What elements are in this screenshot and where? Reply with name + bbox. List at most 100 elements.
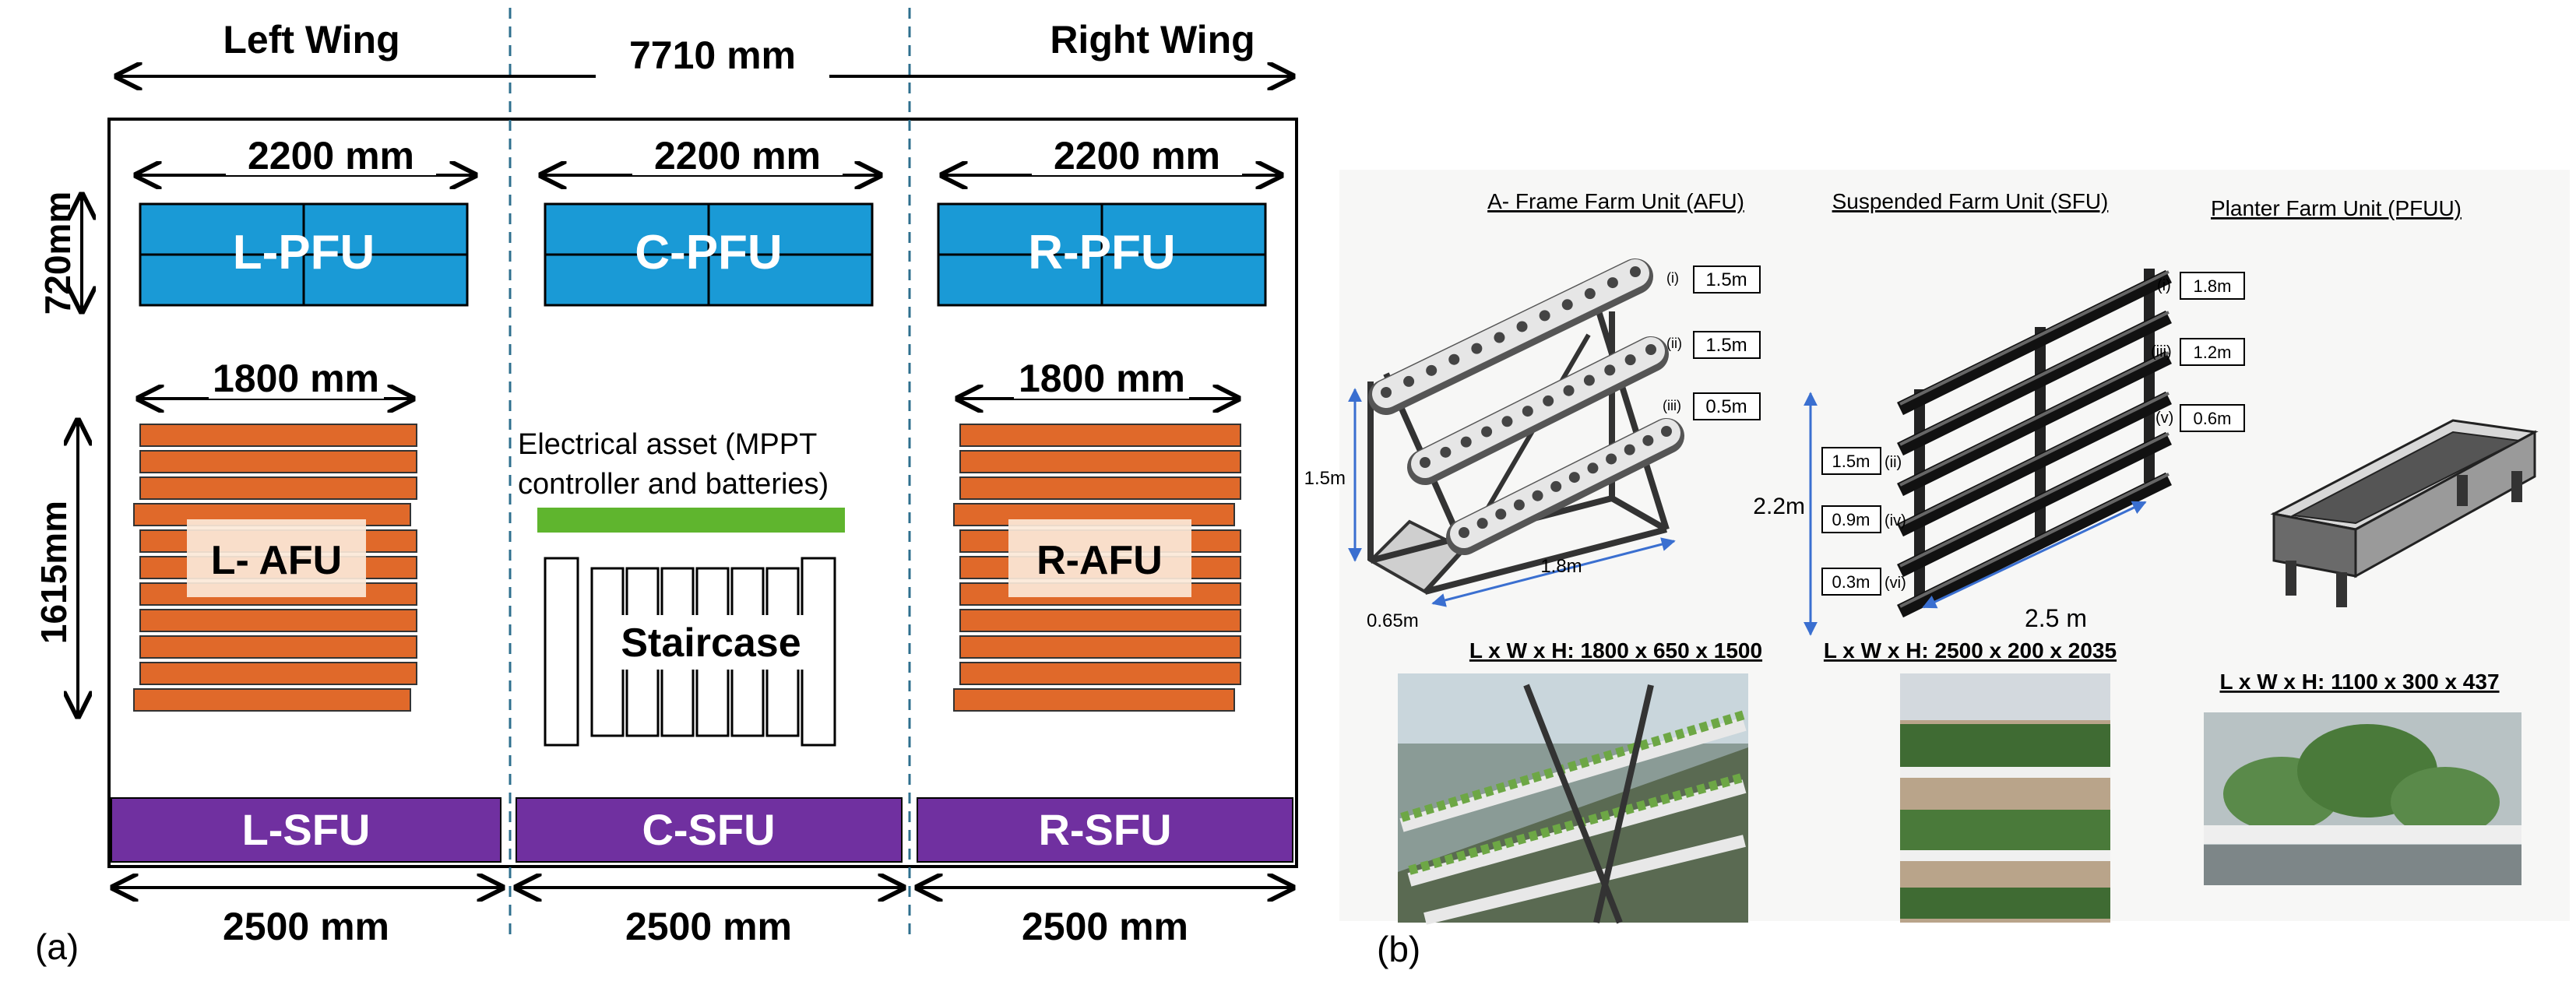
afu-plant-hole xyxy=(1476,518,1488,529)
afu-left-tray xyxy=(139,476,417,500)
sfu-channel xyxy=(1897,269,2172,416)
afu-right-tray xyxy=(959,662,1241,685)
pfu-box-center xyxy=(544,202,874,307)
afu-level-val-1: 1.5m xyxy=(1705,269,1747,290)
afu-right-tray xyxy=(959,450,1241,473)
afu-photo xyxy=(1398,673,1748,925)
afu-plant-hole xyxy=(1513,499,1525,511)
total-width-label-bg xyxy=(596,33,829,78)
afu-plant-hole xyxy=(1522,406,1533,417)
afu-label-left: L- AFU xyxy=(211,538,342,583)
pfu-box-right xyxy=(937,202,1267,307)
afu-unit-title: A- Frame Farm Unit (AFU) xyxy=(1487,189,1744,213)
afu-label-bg-right xyxy=(1008,519,1191,597)
afu-plant-hole xyxy=(1606,277,1618,289)
sfu-right-num-3: (v) xyxy=(2155,410,2173,427)
afu-plant-hole xyxy=(1645,344,1656,355)
sfu-label-center: C-SFU xyxy=(642,805,775,854)
afu-level-num-3: (iii) xyxy=(1663,398,1681,413)
afu-plant-hole xyxy=(1440,446,1452,458)
afu-right-tray xyxy=(959,476,1241,500)
staircase-step xyxy=(544,557,579,747)
afu-plant-hole xyxy=(1630,266,1641,277)
afu-level-box-2 xyxy=(1693,331,1761,359)
sfu-height-text: 2.2m xyxy=(1753,494,1805,519)
sfu-right-val-3: 0.6m xyxy=(2194,409,2232,428)
afu-plant-hole xyxy=(1494,332,1505,343)
afu-plant-hole xyxy=(1624,354,1636,366)
bottom-width-label-left: 2500 mm xyxy=(223,905,389,948)
afu-plant-hole xyxy=(1561,299,1573,311)
panel-a-caption: (a) xyxy=(35,926,79,967)
afu-left-tray xyxy=(133,688,411,712)
sfu-channel-edge xyxy=(1899,351,2170,487)
afu-grow-tubes xyxy=(1368,258,1684,555)
afu-plant-hole xyxy=(1642,434,1654,446)
sfu-left-num-2: (iv) xyxy=(1884,512,1906,529)
sfu-left-val-3: 0.3m xyxy=(1832,572,1870,592)
sfu-length-text: 2.5 m xyxy=(2025,604,2087,632)
afu-plant-hole xyxy=(1471,343,1483,354)
pfu-box-left xyxy=(139,202,469,307)
afu-left-tray xyxy=(139,450,417,473)
afu-plant-hole xyxy=(1495,508,1507,520)
afu-plant-hole xyxy=(1604,364,1616,376)
floor-plan-frame xyxy=(107,118,1298,868)
pfu-width-bg-right xyxy=(1032,132,1242,175)
afu-plant-hole xyxy=(1584,288,1596,300)
pfu-width-bg-left xyxy=(226,132,436,175)
afu-plant-hole xyxy=(1550,480,1562,492)
sfu-left-box-2 xyxy=(1821,505,1881,533)
sfu-left-val-2: 0.9m xyxy=(1832,510,1870,529)
sfu-length-dim xyxy=(1922,501,2147,609)
afu-plant-hole xyxy=(1481,426,1493,438)
afu-stack-right xyxy=(953,424,1241,712)
afu-plant-hole xyxy=(1539,310,1550,322)
afu-plant-hole xyxy=(1426,364,1438,376)
electrical-asset-line2: controller and batteries) xyxy=(518,468,829,501)
afu-depth-text: 0.65m xyxy=(1367,610,1419,631)
pfu-width-label-center: 2200 mm xyxy=(654,134,821,178)
sfu-channel-edge xyxy=(1899,311,2170,446)
sfu-left-num-3: (vi) xyxy=(1884,575,1906,592)
sfu-left-box-1 xyxy=(1821,447,1881,475)
afu-plant-hole xyxy=(1543,395,1554,406)
pfu-width-label-right: 2200 mm xyxy=(1054,134,1220,178)
afu-plant-hole xyxy=(1624,444,1635,455)
bottom-width-label-center: 2500 mm xyxy=(625,905,792,948)
afu-height-label: 1615mm xyxy=(33,501,74,644)
afu-plant-hole xyxy=(1583,374,1595,386)
sfu-unit-title: Suspended Farm Unit (SFU) xyxy=(1832,189,2109,213)
sfu-box-right xyxy=(917,797,1293,863)
sfu-right-val-1: 1.8m xyxy=(2194,276,2232,296)
afu-plant-hole xyxy=(1501,416,1513,427)
afu-level-val-2: 1.5m xyxy=(1705,335,1747,356)
sfu-right-num-1: (i) xyxy=(2157,277,2171,294)
afu-plant-hole xyxy=(1661,426,1672,437)
sfu-left-box-3 xyxy=(1821,568,1881,596)
pfu-width-label-left: 2200 mm xyxy=(248,134,414,178)
afu-height-text: 1.5m xyxy=(1304,468,1346,489)
afu-plant-hole xyxy=(1460,436,1472,448)
afu-right-tray xyxy=(953,688,1235,712)
afu-width-bg-right xyxy=(1014,357,1189,399)
afu-label-right: R-AFU xyxy=(1036,538,1163,583)
pfuu-dims-text: L x W x H: 1100 x 300 x 437 xyxy=(2219,670,2499,694)
right-wing-label: Right Wing xyxy=(1050,18,1255,62)
pfuu-unit-title: Planter Farm Unit (PFUU) xyxy=(2211,196,2462,220)
sfu-dims-text: L x W x H: 2500 x 200 x 2035 xyxy=(1824,638,2117,663)
electrical-asset-bar xyxy=(537,508,845,533)
afu-plant-hole xyxy=(1516,321,1528,332)
panel-a: Left Wing Right Wing 7710 mm 2200 mm 220… xyxy=(33,8,1298,967)
afu-level-num-1: (i) xyxy=(1666,270,1679,286)
afu-level-box-1 xyxy=(1693,265,1761,294)
afu-plant-hole xyxy=(1563,385,1575,396)
afu-right-tray xyxy=(959,635,1241,659)
planter-drawing xyxy=(2270,419,2539,607)
pfuu-photo xyxy=(2204,712,2521,885)
afu-left-tray xyxy=(139,609,417,632)
bottom-width-label-right: 2500 mm xyxy=(1022,905,1188,948)
afu-plant-hole xyxy=(1532,490,1543,501)
afu-right-tray xyxy=(959,609,1241,632)
